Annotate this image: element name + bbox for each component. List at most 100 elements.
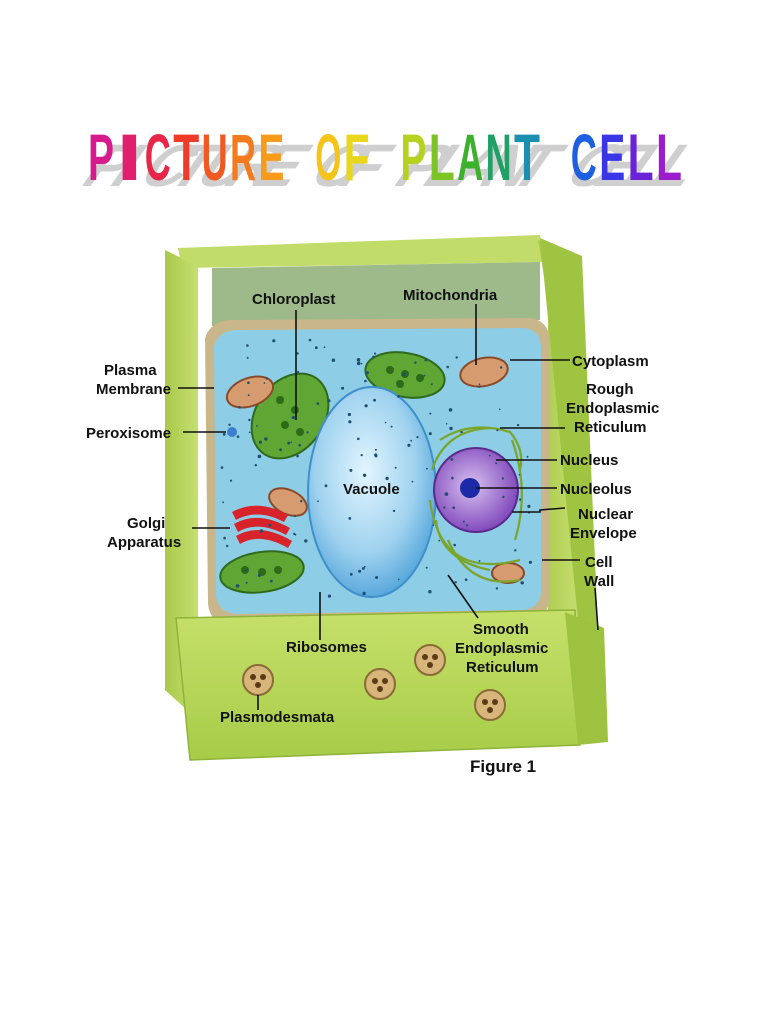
ribosome-dot [293,515,296,518]
ribosome-dot [358,569,362,573]
ribosome-dot [449,426,453,431]
label-rough-er-2: Endoplasmic [566,400,659,417]
label-rough-er-1: Rough [586,381,633,398]
ribosome-dot [226,544,229,548]
ribosome-dot [296,352,299,355]
ribosome-dot [270,579,273,583]
label-plasma-membrane-2: Membrane [96,381,171,398]
ribosome-dot [364,404,368,408]
label-ribosomes: Ribosomes [286,639,367,656]
label-golgi-2: Apparatus [107,534,181,551]
plasmodesmata-pits [242,644,506,721]
ribosome-dot [501,477,505,480]
cell-back-wall [212,262,540,326]
ribosome-dot [411,480,414,483]
ribosome-dot [349,468,353,472]
ribosome-dot [402,373,405,376]
ribosome-dot [327,399,331,403]
label-nucleus: Nucleus [560,452,618,469]
title-letter: C [145,120,171,194]
ribosome-dot [264,437,268,441]
ribosome-dot [223,536,226,540]
ribosome-dot [384,421,387,424]
label-plasmodesmata: Plasmodesmata [220,709,335,726]
ribosome-dot [356,361,361,366]
figure-caption: Figure 1 [470,757,536,776]
peroxisome [227,427,237,437]
nucleolus [460,478,480,498]
ribosome-dot [453,543,457,547]
ribosome-dot [293,532,296,536]
ribosome-dot [429,412,432,415]
ribosome-dot [465,524,469,527]
ribosome-dot [426,467,428,470]
cell-wall-right-edge [540,238,598,640]
ribosome-dot [460,430,463,434]
ribosome-dot [257,454,262,459]
leader-lines [178,304,599,710]
ribosome-dot [317,500,319,503]
label-cell-wall-1: Cell [585,554,613,571]
label-smooth-er-3: Reticulum [466,659,539,676]
ribosome-dot [392,509,396,513]
label-mitochondria: Mitochondria [403,287,498,304]
ribosome-dot [478,385,481,388]
ribosome-dot [373,398,376,402]
ribosome-dot [248,418,251,422]
label-nuclear-envelope-2: Envelope [570,525,637,542]
ribosome-dot [430,383,433,386]
ribosome-dot [356,358,361,362]
ribosome-dot [300,500,303,503]
ribosome-dot [254,464,257,467]
ribosome-dot [374,454,378,458]
label-nucleolus: Nucleolus [560,481,632,498]
ribosome-dot [348,420,352,424]
ribosome-dot [375,576,379,579]
ribosome-dot [520,581,524,585]
ribosome-dot [248,431,251,434]
label-plasma-membrane-1: Plasma [104,362,157,379]
ribosome-dot [235,584,240,588]
ribosome-dot [495,587,499,590]
label-vacuole: Vacuole [343,481,400,498]
ribosome-dot [373,486,375,488]
ribosome-dot [290,441,293,444]
ribosome-dot [362,567,365,570]
ribosome-dot [316,402,320,405]
ribosome-dot [362,473,367,477]
ribosome-dot [347,412,351,417]
ribosome-dot [222,432,226,436]
ribosome-dot [245,568,248,572]
ribosome-dot [323,346,326,349]
ribosome-dot [428,432,432,436]
ribosome-dot [268,523,272,527]
title-letter: R [230,120,256,194]
ribosome-dot [245,581,248,584]
title-letter: N [486,120,512,194]
title-letter: L [628,120,654,194]
title-letter: E [258,120,284,194]
ribosome-dot [455,356,458,359]
title-letter: C [571,120,597,194]
ribosome-dot [462,520,465,523]
ribosome-dot [390,425,393,428]
ribosome-dot [410,439,413,442]
ribosome-dot [414,361,417,364]
ribosome-dot [464,578,468,581]
ribosome-dot [349,572,353,576]
label-smooth-er-2: Endoplasmic [455,640,548,657]
ribosome-dot [259,529,264,533]
ribosome-dot [518,474,521,476]
title-letter: L [656,120,682,194]
ribosome-dot [229,479,233,482]
ribosome-dot [514,549,517,552]
label-nuclear-envelope-1: Nuclear [578,506,633,523]
title-letter: A [457,120,483,194]
ribosome-dot [445,423,448,425]
ribosome-dot [228,423,231,426]
title-letter: O [315,120,341,194]
ribosome-dot [454,581,457,584]
